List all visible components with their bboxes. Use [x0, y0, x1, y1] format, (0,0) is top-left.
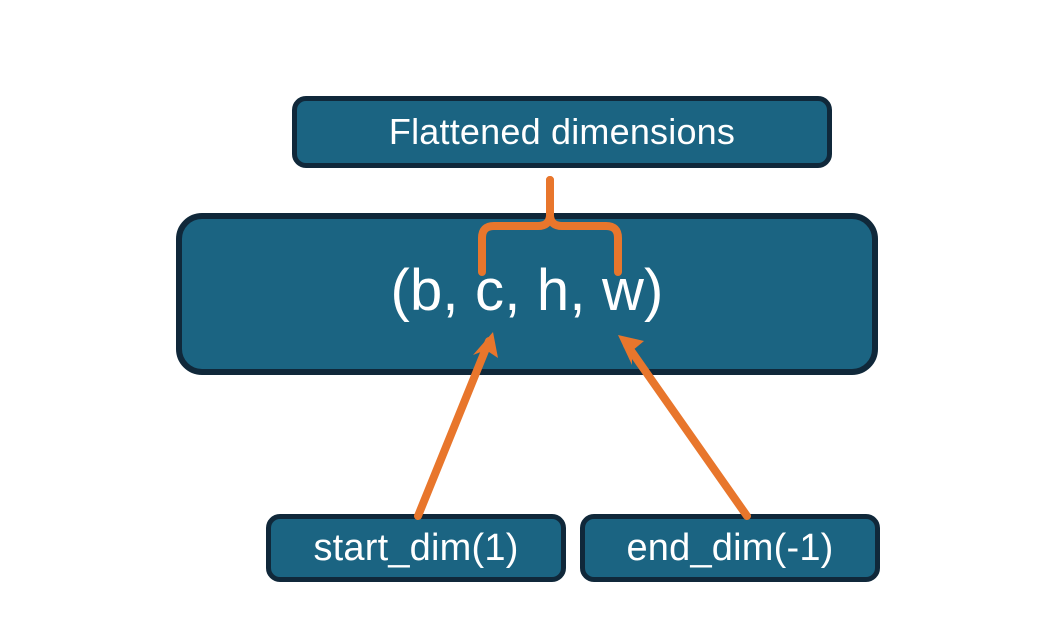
- end-dim-label: end_dim(-1): [626, 526, 834, 569]
- tensor-shape-box: (b, c, h, w): [176, 213, 878, 375]
- flattened-dimensions-label: Flattened dimensions: [388, 111, 736, 152]
- tensor-shape-label: (b, c, h, w): [390, 257, 664, 323]
- flattened-dimensions-box: Flattened dimensions: [292, 96, 832, 168]
- end-dim-box: end_dim(-1): [580, 514, 880, 582]
- start-dim-label: start_dim(1): [313, 526, 519, 569]
- start-dim-box: start_dim(1): [266, 514, 566, 582]
